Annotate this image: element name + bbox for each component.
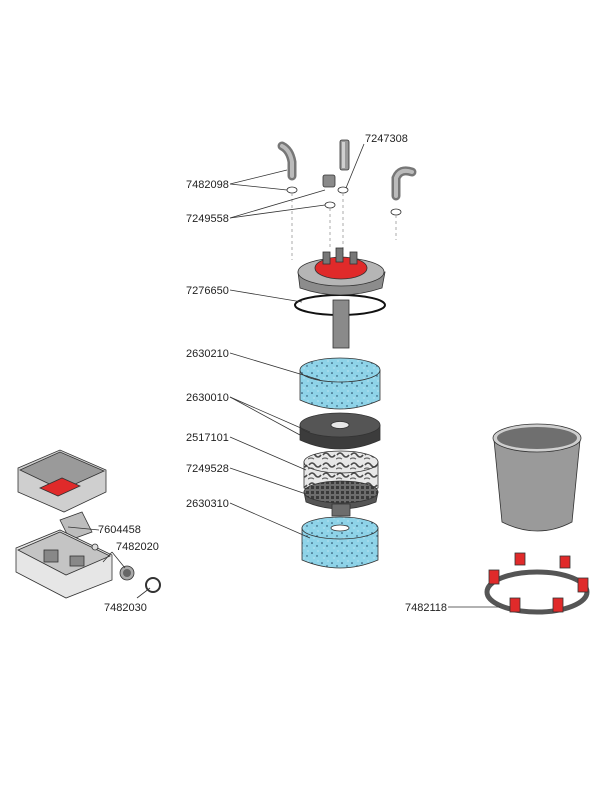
label-7604458: 7604458 — [98, 524, 141, 536]
nut-fittings — [286, 174, 402, 216]
canister — [492, 423, 582, 532]
filter-head — [294, 247, 386, 349]
label-7482030: 7482030 — [104, 602, 147, 614]
sponge-top — [299, 357, 381, 410]
label-7249528: 7249528 — [186, 463, 229, 475]
label-7276650: 7276650 — [186, 285, 229, 297]
pump-assembly — [15, 449, 161, 599]
label-2630210: 2630210 — [186, 348, 229, 360]
leader-lines — [67, 143, 500, 608]
hose-fitting-right — [391, 166, 417, 201]
hose-fitting-center — [339, 139, 350, 171]
label-7482118: 7482118 — [405, 602, 447, 614]
label-7482098: 7482098 — [186, 179, 229, 191]
label-7249558: 7249558 — [186, 213, 229, 225]
media-basket — [303, 480, 379, 517]
disc-dark — [299, 412, 381, 450]
part-labels: 7247308 7482098 7249558 7276650 2630210 … — [98, 133, 447, 614]
label-2517101: 2517101 — [186, 432, 229, 444]
label-7482020: 7482020 — [116, 541, 159, 553]
label-7247308: 7247308 — [365, 133, 408, 145]
sponge-bottom — [301, 516, 379, 569]
alignment-dashes — [291, 193, 397, 260]
label-2630010: 2630010 — [186, 392, 229, 404]
hose-fitting-left — [277, 141, 297, 181]
label-2630310: 2630310 — [186, 498, 229, 510]
clip-ring — [484, 552, 590, 615]
